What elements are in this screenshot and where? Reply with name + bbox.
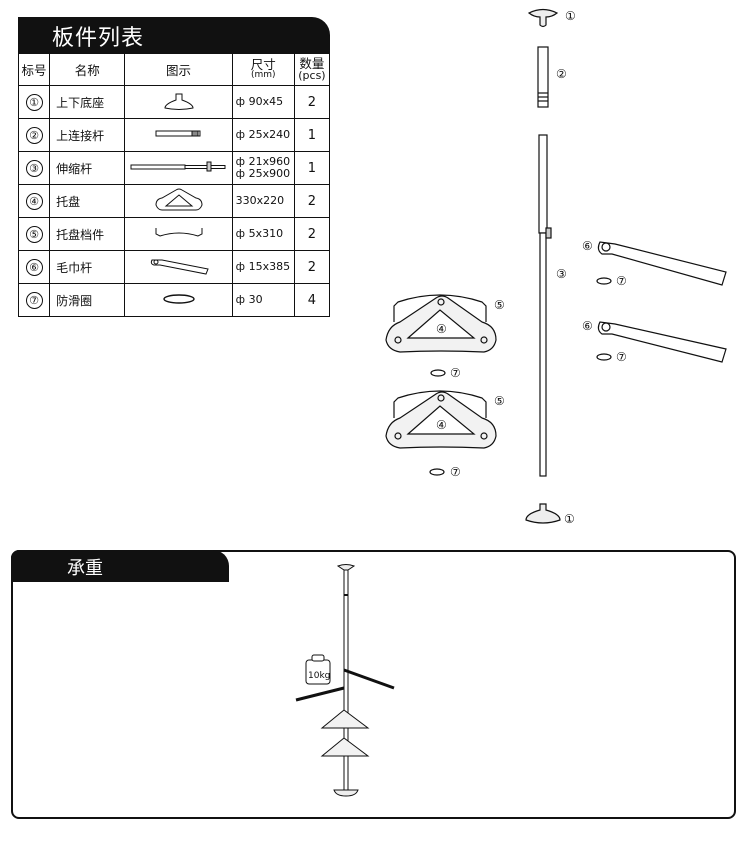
part-qty: 2	[293, 85, 331, 119]
bottom-base-icon	[525, 503, 561, 524]
part-size: ф 15x385	[231, 250, 295, 284]
size-value: 330x220	[235, 194, 285, 207]
label-guard-lower: ⑤	[494, 394, 505, 408]
part-name: 防滑圈	[49, 283, 126, 317]
label-ring-tray-lower: ⑦	[450, 465, 461, 479]
part-qty: 1	[293, 151, 331, 185]
weight-icon	[305, 654, 331, 685]
label-pole: ③	[556, 267, 567, 281]
tray-guard-icon	[152, 227, 206, 243]
ring-tray-lower-icon	[429, 468, 445, 476]
base-icon	[159, 93, 199, 114]
label-tray-upper: ④	[436, 322, 447, 336]
header-qty: 数量 (pcs)	[293, 53, 331, 86]
part-qty: 2	[293, 184, 331, 218]
part-number: ④	[17, 184, 51, 218]
header-qty-unit: (pcs)	[298, 69, 326, 82]
load-bearing-panel	[11, 550, 736, 819]
tray-icon	[152, 188, 206, 216]
part-number: ②	[17, 118, 51, 152]
load-bearing-diagram: 10kg	[295, 564, 395, 797]
header-figure: 图示	[124, 53, 233, 86]
telescopic-pole-icon	[129, 161, 229, 176]
part-size: 330x220	[231, 184, 295, 218]
exploded-view-diagram: ① ② ③ ⑥ ⑦ ⑥ ⑦ ⑤ ④ ⑦ ⑤ ④ ⑦ ①	[385, 8, 727, 526]
part-figure	[124, 283, 233, 317]
towel-bar-icon	[148, 259, 210, 279]
part-size: ф 5x310	[231, 217, 295, 251]
part-size: ф 90x45	[231, 85, 295, 119]
part-number: ⑦	[17, 283, 51, 317]
parts-list-title: 板件列表	[52, 26, 145, 51]
anti-slip-ring-icon	[159, 293, 199, 308]
ring-tray-upper-icon	[430, 369, 446, 377]
label-towel-bar-lower: ⑥	[582, 319, 593, 333]
part-name: 托盘档件	[49, 217, 126, 251]
part-figure	[124, 250, 233, 284]
header-size-label: 尺寸	[250, 57, 276, 72]
telescopic-pole-icon	[538, 134, 552, 477]
load-bearing-title: 承重	[67, 558, 103, 579]
label-guard-upper: ⑤	[494, 298, 505, 312]
load-bearing-header: 承重	[11, 550, 229, 582]
part-name: 托盘	[49, 184, 126, 218]
part-size: ф 30	[231, 283, 295, 317]
label-ring-tray-upper: ⑦	[450, 366, 461, 380]
part-number: ③	[17, 151, 51, 185]
tray-guard-lower-icon	[393, 390, 487, 418]
part-figure	[124, 118, 233, 152]
label-bottom-base: ①	[564, 512, 575, 526]
part-number: ①	[17, 85, 51, 119]
size-value: ф 21x960	[235, 155, 291, 168]
part-qty: 2	[293, 250, 331, 284]
size-value: ф 25x900	[235, 167, 291, 180]
size-value: ф 90x45	[235, 95, 284, 108]
tray-guard-upper-icon	[393, 294, 487, 322]
towel-bar-upper-icon	[597, 241, 727, 286]
header-size-unit: (mm)	[250, 70, 276, 80]
tray-upper-icon	[385, 295, 497, 353]
size-value: ф 5x310	[235, 227, 284, 240]
size-value: ф 15x385	[235, 260, 291, 273]
ring-lower-icon	[596, 353, 612, 361]
ring-upper-icon	[596, 277, 612, 285]
part-figure	[124, 217, 233, 251]
connecting-rod-icon	[537, 46, 549, 108]
part-name: 毛巾杆	[49, 250, 126, 284]
label-tray-lower: ④	[436, 418, 447, 432]
label-ring-upper: ⑦	[616, 274, 627, 288]
header-qty-label: 数量	[299, 56, 325, 71]
label-connecting-rod: ②	[556, 67, 567, 81]
label-top-base: ①	[565, 9, 576, 23]
connecting-rod-icon	[154, 128, 204, 142]
part-qty: 4	[293, 283, 331, 317]
top-base-icon	[527, 8, 559, 28]
size-value: ф 30	[235, 293, 263, 306]
part-size: ф 25x240	[231, 118, 295, 152]
label-ring-lower: ⑦	[616, 350, 627, 364]
part-qty: 2	[293, 217, 331, 251]
towel-bar-lower-icon	[597, 321, 727, 363]
tray-lower-icon	[385, 391, 497, 449]
label-towel-bar-upper: ⑥	[582, 239, 593, 253]
parts-table-header-row: 标号 名称 图示 尺寸 (mm) 数量 (pcs)	[17, 53, 331, 86]
header-no: 标号	[17, 53, 51, 86]
weight-label: 10kg	[308, 671, 330, 681]
size-value: ф 25x240	[235, 128, 291, 141]
parts-list-header: 板件列表	[18, 17, 330, 53]
part-name: 上下底座	[49, 85, 126, 119]
